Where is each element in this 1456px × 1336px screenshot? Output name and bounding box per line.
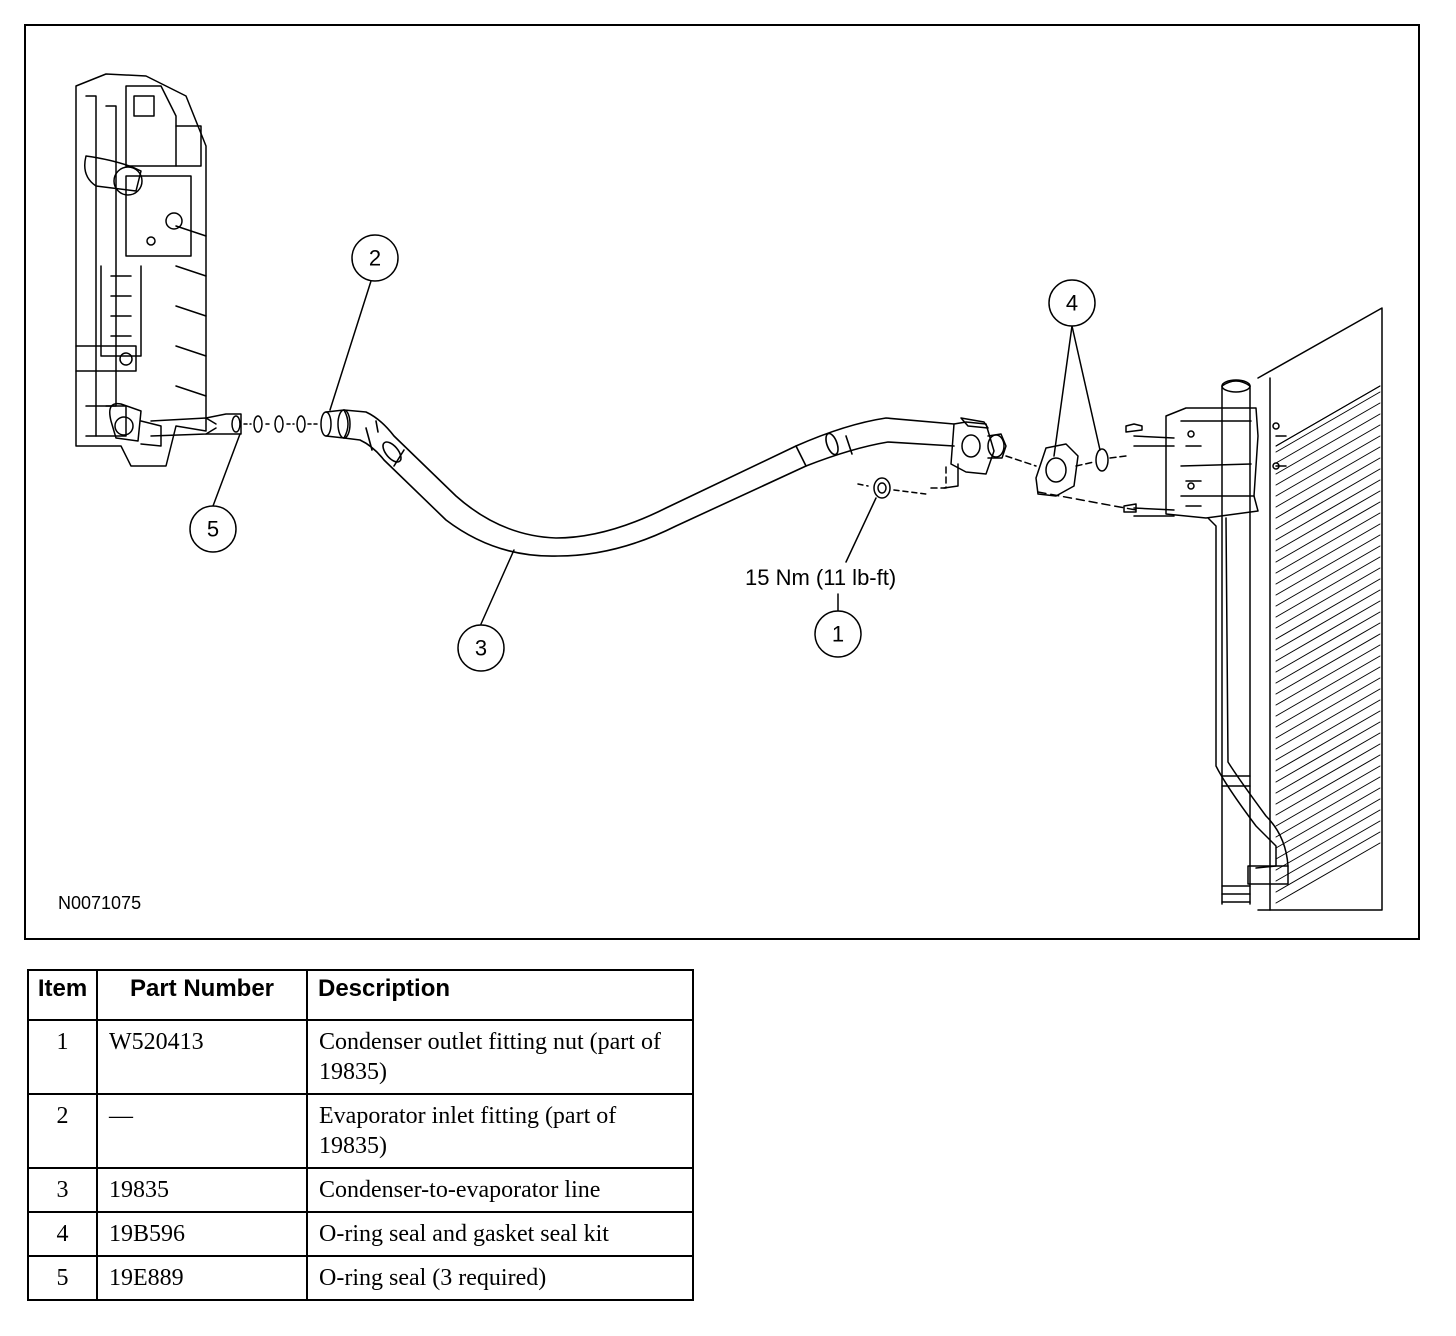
svg-text:2: 2 [369,246,381,271]
column-header-item: Item [27,969,98,1021]
cell-item: 2 [27,1093,98,1169]
column-header-part-number: Part Number [96,969,308,1021]
condenser-fins [1275,385,1381,904]
evaporator-inlet-tube [150,413,242,437]
svg-text:1: 1 [832,622,844,647]
table-row: 4 19B596 O-ring seal and gasket seal kit [27,1211,694,1257]
cell-part-number: 19B596 [96,1211,308,1257]
figure-id-label: N0071075 [58,893,141,913]
callout-5: 5 [189,505,237,553]
evaporator-housing [75,73,207,467]
cell-item: 4 [27,1211,98,1257]
cell-description: Evaporator inlet fitting (part of 19835) [306,1093,694,1169]
cell-part-number: 19E889 [96,1255,308,1301]
column-header-description: Description [306,969,694,1021]
evaporator-inlet-fitting [320,409,351,439]
cell-part-number: 19835 [96,1167,308,1213]
cell-description: Condenser outlet fitting nut (part of 19… [306,1019,694,1095]
leader-lines [212,280,1101,625]
table-header-row: Item Part Number Description [27,969,694,1021]
o-ring-seals [231,415,319,433]
cell-description: O-ring seal and gasket seal kit [306,1211,694,1257]
callout-2: 2 [351,234,399,282]
table-row: 5 19E889 O-ring seal (3 required) [27,1255,694,1301]
callout-1: 1 [814,610,862,658]
cell-item: 5 [27,1255,98,1301]
table-row: 3 19835 Condenser-to-evaporator line [27,1167,694,1213]
condenser-outlet-fitting-nut [857,477,927,499]
cell-description: O-ring seal (3 required) [306,1255,694,1301]
exploded-view-illustration: 2 4 5 3 1 15 Nm (11 lb-ft) N0071075 [24,24,1420,940]
svg-text:3: 3 [475,636,487,661]
condenser-to-evaporator-line [343,409,955,557]
table-row: 1 W520413 Condenser outlet fitting nut (… [27,1019,694,1095]
cell-item: 3 [27,1167,98,1213]
callout-3: 3 [457,624,505,672]
parts-table: Item Part Number Description 1 W520413 C… [27,969,694,1301]
table-row: 2 — Evaporator inlet fitting (part of 19… [27,1093,694,1169]
callout-4: 4 [1048,279,1096,327]
torque-spec-label: 15 Nm (11 lb-ft) [745,565,896,590]
cell-part-number: W520413 [96,1019,308,1095]
condenser [1123,307,1383,911]
line-art: 2 4 5 3 1 15 Nm (11 lb-ft) N0071075 [58,73,1383,913]
cell-description: Condenser-to-evaporator line [306,1167,694,1213]
svg-text:4: 4 [1066,291,1078,316]
gasket-and-o-ring [1005,443,1137,511]
cell-item: 1 [27,1019,98,1095]
svg-text:5: 5 [207,517,219,542]
fitting-block [930,417,1007,489]
cell-part-number: — [96,1093,308,1169]
